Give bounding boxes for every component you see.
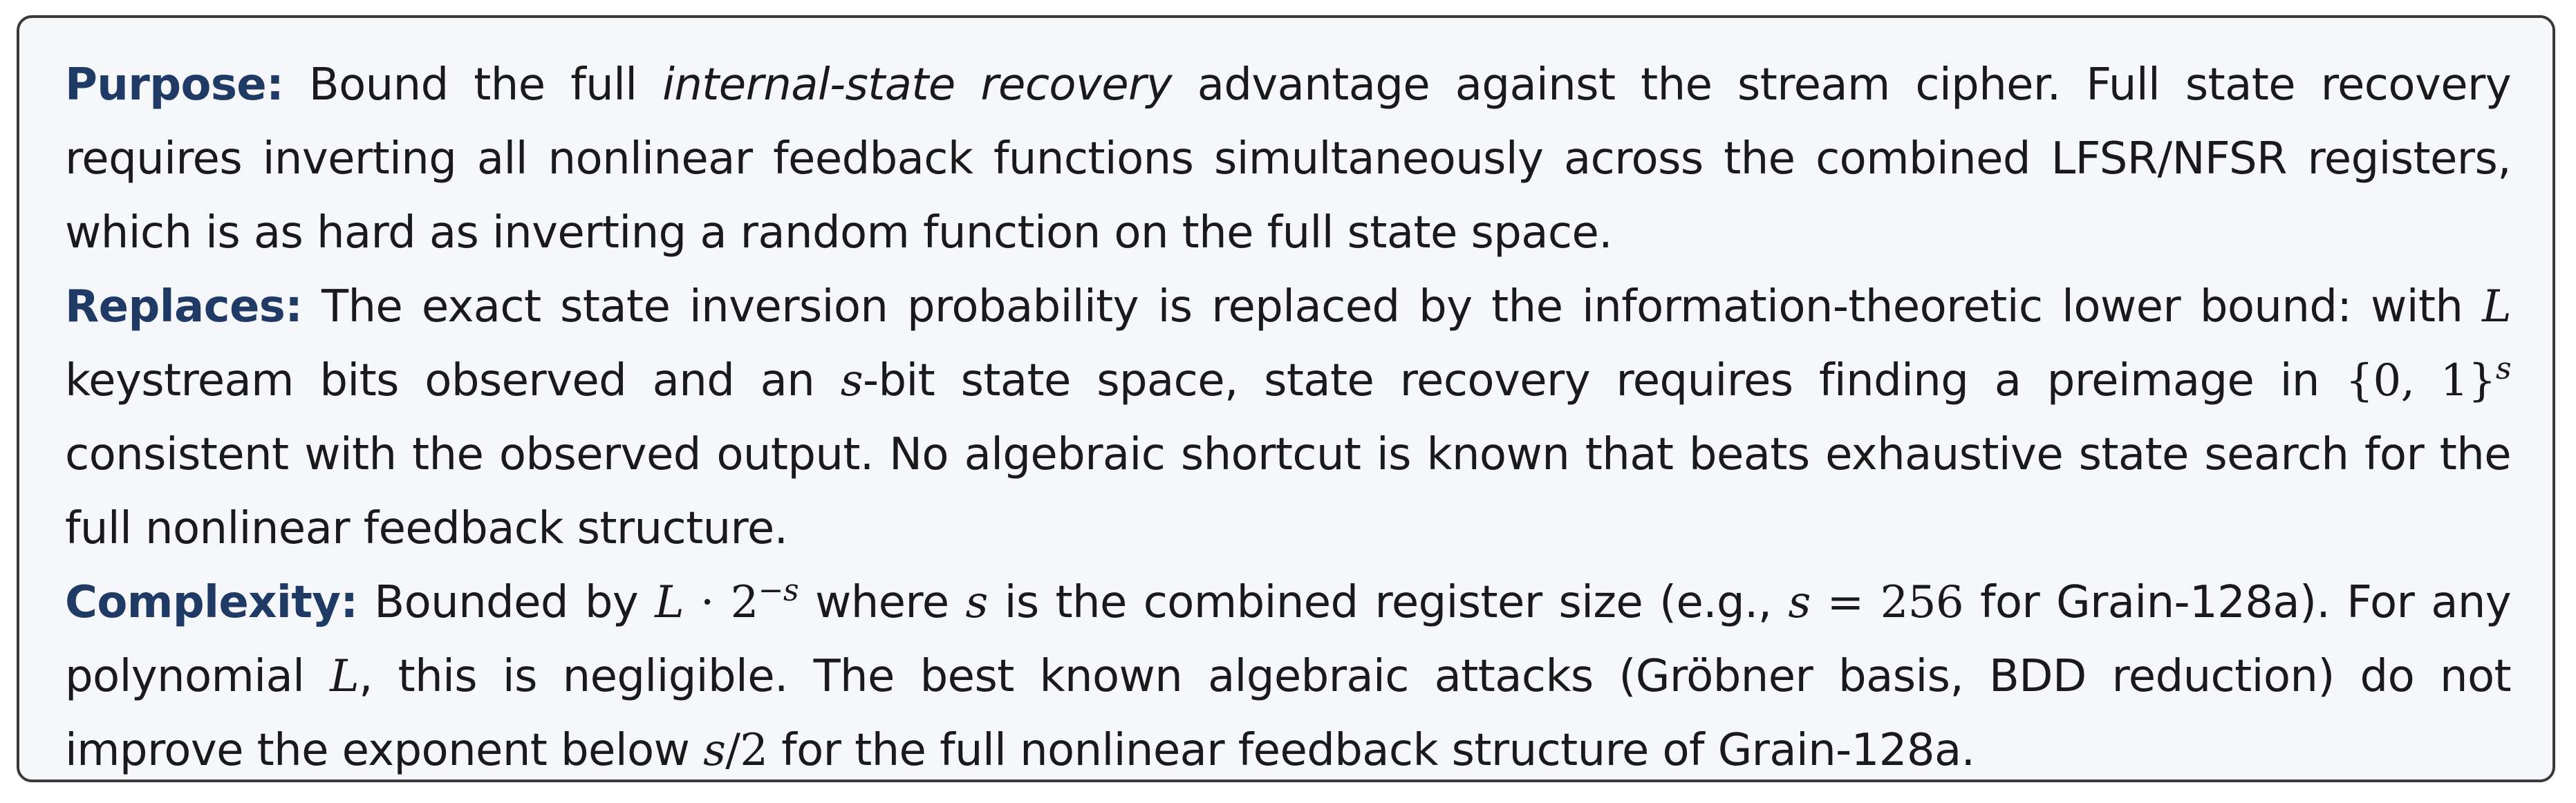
math-s: s (840, 355, 864, 406)
math-half-s: s (703, 725, 726, 776)
math-binary-set: {0, 1}s (2345, 354, 2511, 407)
purpose-emphasis: internal-state recovery (662, 59, 1173, 111)
math-eq-s: s (1788, 577, 1811, 628)
math-eq-value: = 256 (1827, 577, 1964, 628)
math-half-divisor: /2 (725, 725, 768, 776)
math-set-exponent: s (2496, 351, 2512, 386)
replaces-text-2: keystream bits observed and an (65, 355, 815, 406)
complexity-label: Complexity: (65, 577, 358, 628)
math-set-base: {0, 1} (2345, 355, 2496, 406)
complexity-text-3: is the combined register size (e.g., (1004, 577, 1772, 628)
purpose-text-pre: Bound the full (308, 59, 637, 111)
math-L-polynomial: L (330, 651, 360, 702)
math-bound-base: · 2 (700, 577, 758, 628)
math-bound-L: L (655, 577, 684, 628)
complexity-text-1: Bounded by (374, 577, 639, 628)
replaces-text-3: -bit state space, state recovery require… (862, 355, 2320, 406)
complexity-text-6: for the full nonlinear feedback structur… (781, 725, 1975, 776)
definition-box: Purpose: Bound the full internal-state r… (17, 15, 2555, 782)
replaces-text-1: The exact state inversion probability is… (321, 281, 2463, 332)
math-bound-exponent: −s (758, 573, 799, 608)
complexity-text-2: where (814, 577, 949, 628)
replaces-label: Replaces: (65, 281, 303, 332)
complexity-text-4: for Grain-128a). For any polynomial (65, 577, 2512, 702)
purpose-text-post: advantage against the stream cipher. Ful… (65, 59, 2512, 258)
replaces-text-4: consistent with the observed output. No … (65, 429, 2512, 554)
math-bound-expression: L · 2−s (655, 576, 799, 629)
math-L: L (2482, 281, 2512, 332)
replaces-paragraph: Replaces: The exact state inversion prob… (65, 270, 2512, 566)
math-s-variable: s (965, 577, 988, 628)
complexity-text-5: , this is negligible. The best known alg… (65, 651, 2512, 776)
purpose-paragraph: Purpose: Bound the full internal-state r… (65, 48, 2512, 270)
purpose-label: Purpose: (65, 59, 284, 111)
complexity-paragraph: Complexity: Bounded by L · 2−s where s i… (65, 566, 2512, 788)
